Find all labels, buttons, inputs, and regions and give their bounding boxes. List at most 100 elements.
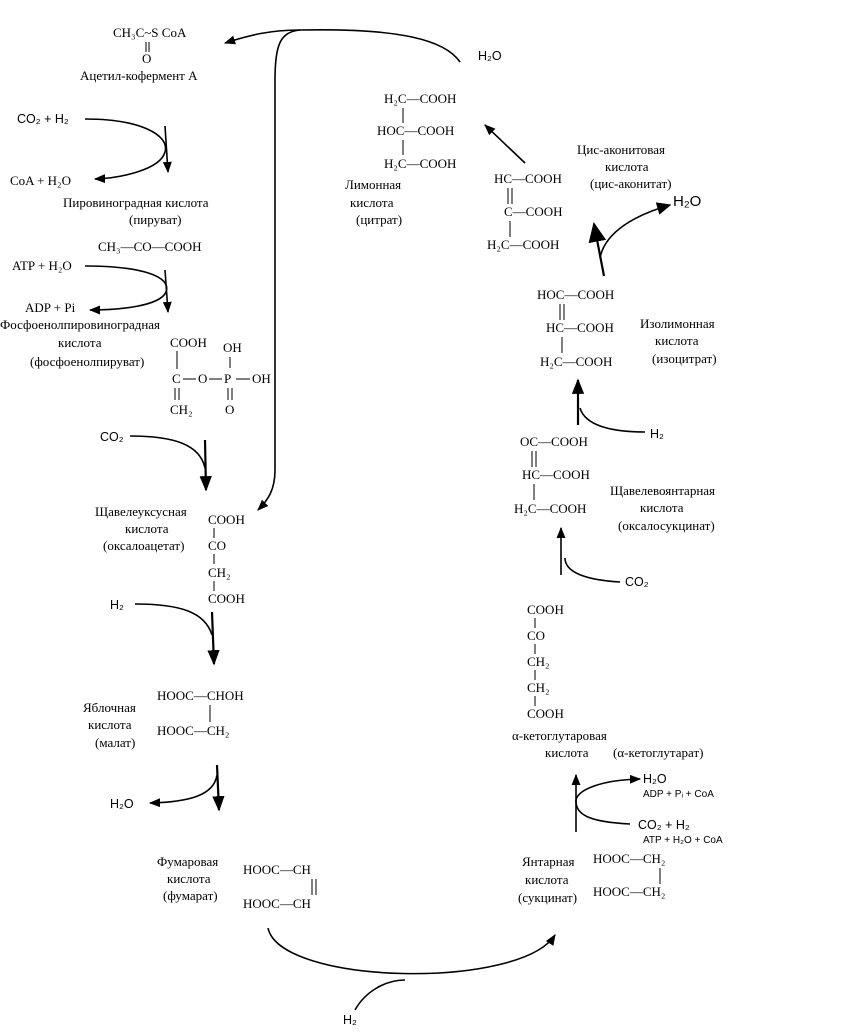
aconitate-name-2: кислота	[605, 159, 649, 174]
citrate-name-1: Лимонная	[345, 177, 401, 192]
pep-name-1: Фосфоенолпировиноградная	[0, 317, 160, 332]
aconitate-row-3: H₂C—COOH	[487, 237, 559, 252]
h2o-top-label: H₂O	[478, 49, 502, 63]
succinate-row-2: HOOC—CH₂	[593, 884, 665, 899]
alpha-ketoglutarate: COOH CO CH₂ CH₂ COOH α-кетоглутаровая ки…	[512, 602, 703, 760]
isocitrate: HOC—COOH HC—COOH H₂C—COOH Изолимонная ки…	[537, 287, 717, 369]
co2-left-label: CO₂	[100, 430, 124, 444]
co2-right-label: CO₂	[625, 575, 649, 589]
acetyl-to-oxaloacetate-arrow	[257, 28, 461, 511]
h2-right-label: H₂	[650, 427, 664, 441]
fumarate-name-3: (фумарат)	[163, 888, 218, 903]
fumarate-row-1: HOOC—CH	[243, 862, 311, 877]
aconitate-row-1: HC—COOH	[494, 171, 562, 186]
h2o-aconitate-curve	[599, 202, 672, 259]
h2o-aconitate-label: H₂O	[673, 193, 701, 210]
fumarate-row-2: HOOC—CH	[243, 896, 311, 911]
adp-pi-coa-label: ADP + Pᵢ + CoA	[643, 789, 714, 800]
succinate-name-1: Янтарная	[522, 854, 574, 869]
fumarate-name-2: кислота	[167, 871, 211, 886]
pep-name-2: кислота	[58, 335, 102, 350]
succinate-name-3: (сукцинат)	[518, 890, 577, 905]
malate-name-3: (малат)	[95, 735, 135, 750]
oxalosuccinate-row-2: HC—COOH	[522, 467, 590, 482]
oxaloacetate-name-1: Щавелеуксусная	[95, 504, 187, 519]
isocitrate-name-1: Изолимонная	[640, 316, 715, 331]
isocitrate-row-2: HC—COOH	[546, 320, 614, 335]
isocitrate-row-1: HOC—COOH	[537, 287, 614, 302]
aconitate-step-arrow	[588, 222, 607, 277]
ketoglutarate-row-1: COOH	[527, 602, 564, 617]
h2-curve	[134, 603, 213, 636]
atp-h2o-label: ATP + H₂O	[12, 258, 72, 273]
h2-left-label: H₂	[110, 598, 124, 612]
citrate-row-3: H₂C—COOH	[384, 156, 456, 171]
h2o-left-label: H₂O	[110, 797, 134, 811]
ketoglutarate-name-3: (α-кетоглутарат)	[613, 745, 703, 760]
isocitrate-row-3: H₂C—COOH	[540, 354, 612, 369]
oxalosuccinate: OC—COOH HC—COOH H₂C—COOH Щавелевоянтарна…	[514, 434, 715, 533]
acetyl-coa-label: Ацетил-кофермент А	[80, 68, 198, 83]
citrate: H₂C—COOH HOC—COOH H₂C—COOH Лимонная кисл…	[345, 91, 456, 227]
phosphoenolpyruvate: Фосфоенолпировиноградная кислота (фосфое…	[0, 317, 271, 417]
aconitate-row-2: C—COOH	[504, 204, 563, 219]
pep-oh-top: OH	[223, 340, 242, 355]
pep-oh-right: OH	[252, 371, 271, 386]
oxaloacetate-row-3: CH₂	[208, 565, 231, 580]
oxalosuccinate-name-3: (оксалосукцинат)	[618, 518, 715, 533]
acetyl-coa-formula: CH₃C~S CoA	[113, 25, 187, 40]
pyruvate-step-arrow	[162, 125, 172, 174]
citrate-name-3: (цитрат)	[356, 212, 402, 227]
fumarate: Фумаровая кислота (фумарат) HOOC—CH HOOC…	[157, 854, 317, 911]
co2-h2-right-label: CO₂ + H₂	[638, 818, 690, 832]
ketoglutarate-row-3: CH₂	[527, 654, 550, 669]
fumarate-step-arrow	[212, 764, 225, 812]
adp-pi-label: ADP + Pi	[25, 300, 76, 315]
to-acetyl-coa-arrow	[223, 29, 301, 45]
pep-ch2: CH₂	[170, 402, 193, 417]
oxaloacetate-row-1: COOH	[208, 512, 245, 527]
ketoglutarate-side-curve	[575, 774, 642, 825]
h2-right-curve	[579, 407, 646, 433]
co2-h2-label: CO₂ + H₂	[17, 112, 69, 126]
pep-c: C	[172, 371, 181, 386]
malate-step-arrow	[207, 611, 220, 666]
acetyl-coa: CH₃C~S CoA O Ацетил-кофермент А	[80, 25, 198, 83]
succinate-name-2: кислота	[525, 872, 569, 887]
pep-name-3: (фосфоенолпируват)	[30, 354, 144, 369]
oxaloacetate-row-2: CO	[208, 538, 226, 553]
fumarate-to-succinate-arrow	[267, 927, 556, 975]
isocitrate-name-2: кислота	[655, 333, 699, 348]
coa-h2o-label: CoA + H₂O	[10, 173, 71, 188]
ketoglutarate-row-5: COOH	[527, 706, 564, 721]
citrate-step-arrow	[484, 124, 526, 164]
atp-h2o-coa-label: ATP + H₂O + CoA	[643, 835, 723, 846]
pep-step-arrow	[162, 269, 172, 314]
malate: Яблочная кислота (малат) HOOC—CHOH HOOC—…	[83, 688, 244, 750]
pyruvate: Пировиноградная кислота (пируват) CH₃—CO…	[63, 195, 209, 254]
h2o-right-label: H₂O	[643, 772, 667, 786]
oxaloacetate-row-4: COOH	[208, 591, 245, 606]
oxaloacetate-name-2: кислота	[125, 521, 169, 536]
malate-row-2: HOOC—CH₂	[157, 723, 229, 738]
co2-h2-curved-arrow	[84, 118, 167, 184]
oxalosuccinate-name-1: Щавелевоянтарная	[610, 483, 715, 498]
oxalosuccinate-name-2: кислота	[640, 500, 684, 515]
h2o-out-curve	[148, 774, 218, 808]
pyruvate-formula: CH₃—CO—COOH	[98, 239, 202, 254]
oxaloacetate-name-3: (оксалоацетат)	[103, 538, 184, 553]
pep-p: P	[224, 371, 231, 386]
pep-p-oxygen: O	[225, 402, 234, 417]
h2-bottom-label: H₂	[343, 1013, 357, 1027]
succinate: Янтарная кислота (сукцинат) HOOC—CH₂ HOO…	[518, 851, 665, 905]
oxalosuccinate-row-1: OC—COOH	[520, 434, 588, 449]
oxalosuccinate-row-3: H₂C—COOH	[514, 501, 586, 516]
co2-curve	[129, 435, 206, 469]
ketoglutarate-row-4: CH₂	[527, 680, 550, 695]
malate-row-1: HOOC—CHOH	[157, 688, 244, 703]
citrate-name-2: кислота	[350, 195, 394, 210]
ketoglutarate-name-1: α-кетоглутаровая	[512, 728, 607, 743]
pyruvate-short: (пируват)	[129, 212, 181, 227]
ketoglutarate-row-2: CO	[527, 628, 545, 643]
